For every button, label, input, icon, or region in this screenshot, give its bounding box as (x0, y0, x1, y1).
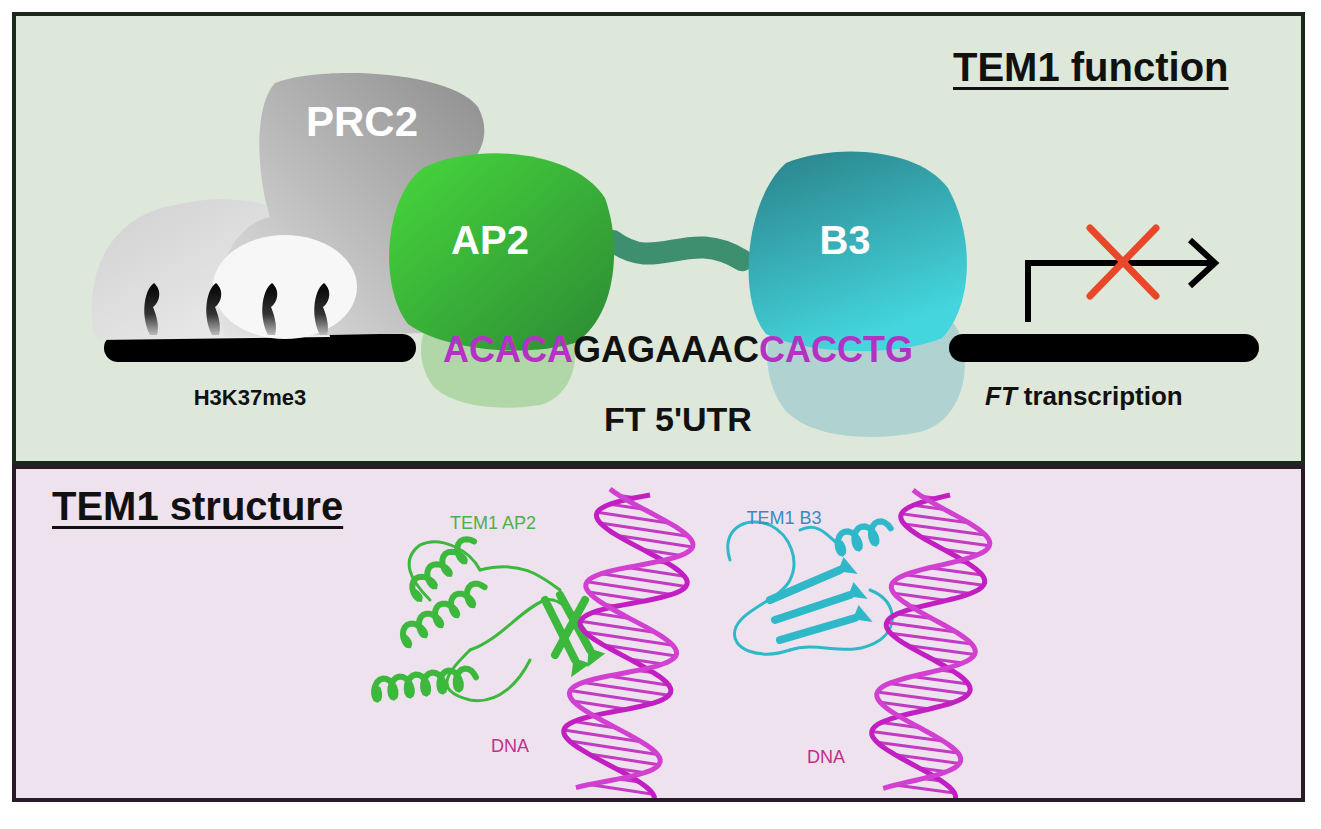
dna-helix (872, 490, 990, 798)
dna-backbone (872, 495, 985, 798)
dna-strand (963, 334, 1245, 362)
base-pair (906, 575, 984, 586)
dna-backbone (564, 495, 687, 800)
domain-label: PRC2 (306, 98, 418, 146)
b3-structure (728, 521, 893, 654)
protein-helix (374, 669, 476, 700)
text-label: FT (985, 382, 1017, 412)
base-pair (893, 583, 971, 594)
panel-heading: TEM1 structure (52, 483, 343, 529)
base-pair (889, 683, 968, 694)
domain-label: AP2 (451, 217, 529, 263)
histone-mark (206, 283, 221, 335)
dna-backbone (877, 490, 990, 788)
domain-label: B3 (819, 217, 870, 263)
linker (613, 241, 742, 260)
protein-helix (838, 521, 891, 553)
dna-helix (564, 489, 693, 800)
transcription-arrow (1028, 263, 1212, 322)
top-panel-ground (12, 12, 1305, 465)
protein-helix (412, 539, 474, 599)
block-cross (1090, 228, 1156, 296)
sequence-motif: ACACA (443, 329, 573, 370)
sequence-motif: CACCTG (759, 329, 913, 370)
bottom-panel-ground (12, 465, 1305, 802)
text-label: transcription (1024, 382, 1183, 412)
text-label: H3K37me3 (194, 385, 307, 410)
dna-backbone (569, 489, 693, 788)
base-pair (878, 692, 955, 702)
ap2-structure (374, 539, 602, 700)
block-cross (1090, 228, 1156, 296)
text-label: DNA (491, 736, 529, 757)
arrow-head (1190, 240, 1215, 286)
histone-mark (314, 283, 329, 335)
text-label: FT 5'UTR (604, 400, 752, 439)
text-label: DNA (807, 747, 845, 768)
panel-heading: TEM1 function (953, 44, 1229, 90)
text-label: TEM1 B3 (746, 508, 821, 529)
text-label: TEM1 AP2 (450, 513, 536, 534)
sequence-motif: GAGAAAC (573, 329, 759, 370)
histone-mark (262, 283, 277, 335)
histone-mark (144, 283, 159, 335)
panel: TEM1 structure (12, 465, 1305, 802)
ap2-domain: AP2 (383, 148, 617, 350)
b3-domain: B3 (736, 148, 968, 352)
